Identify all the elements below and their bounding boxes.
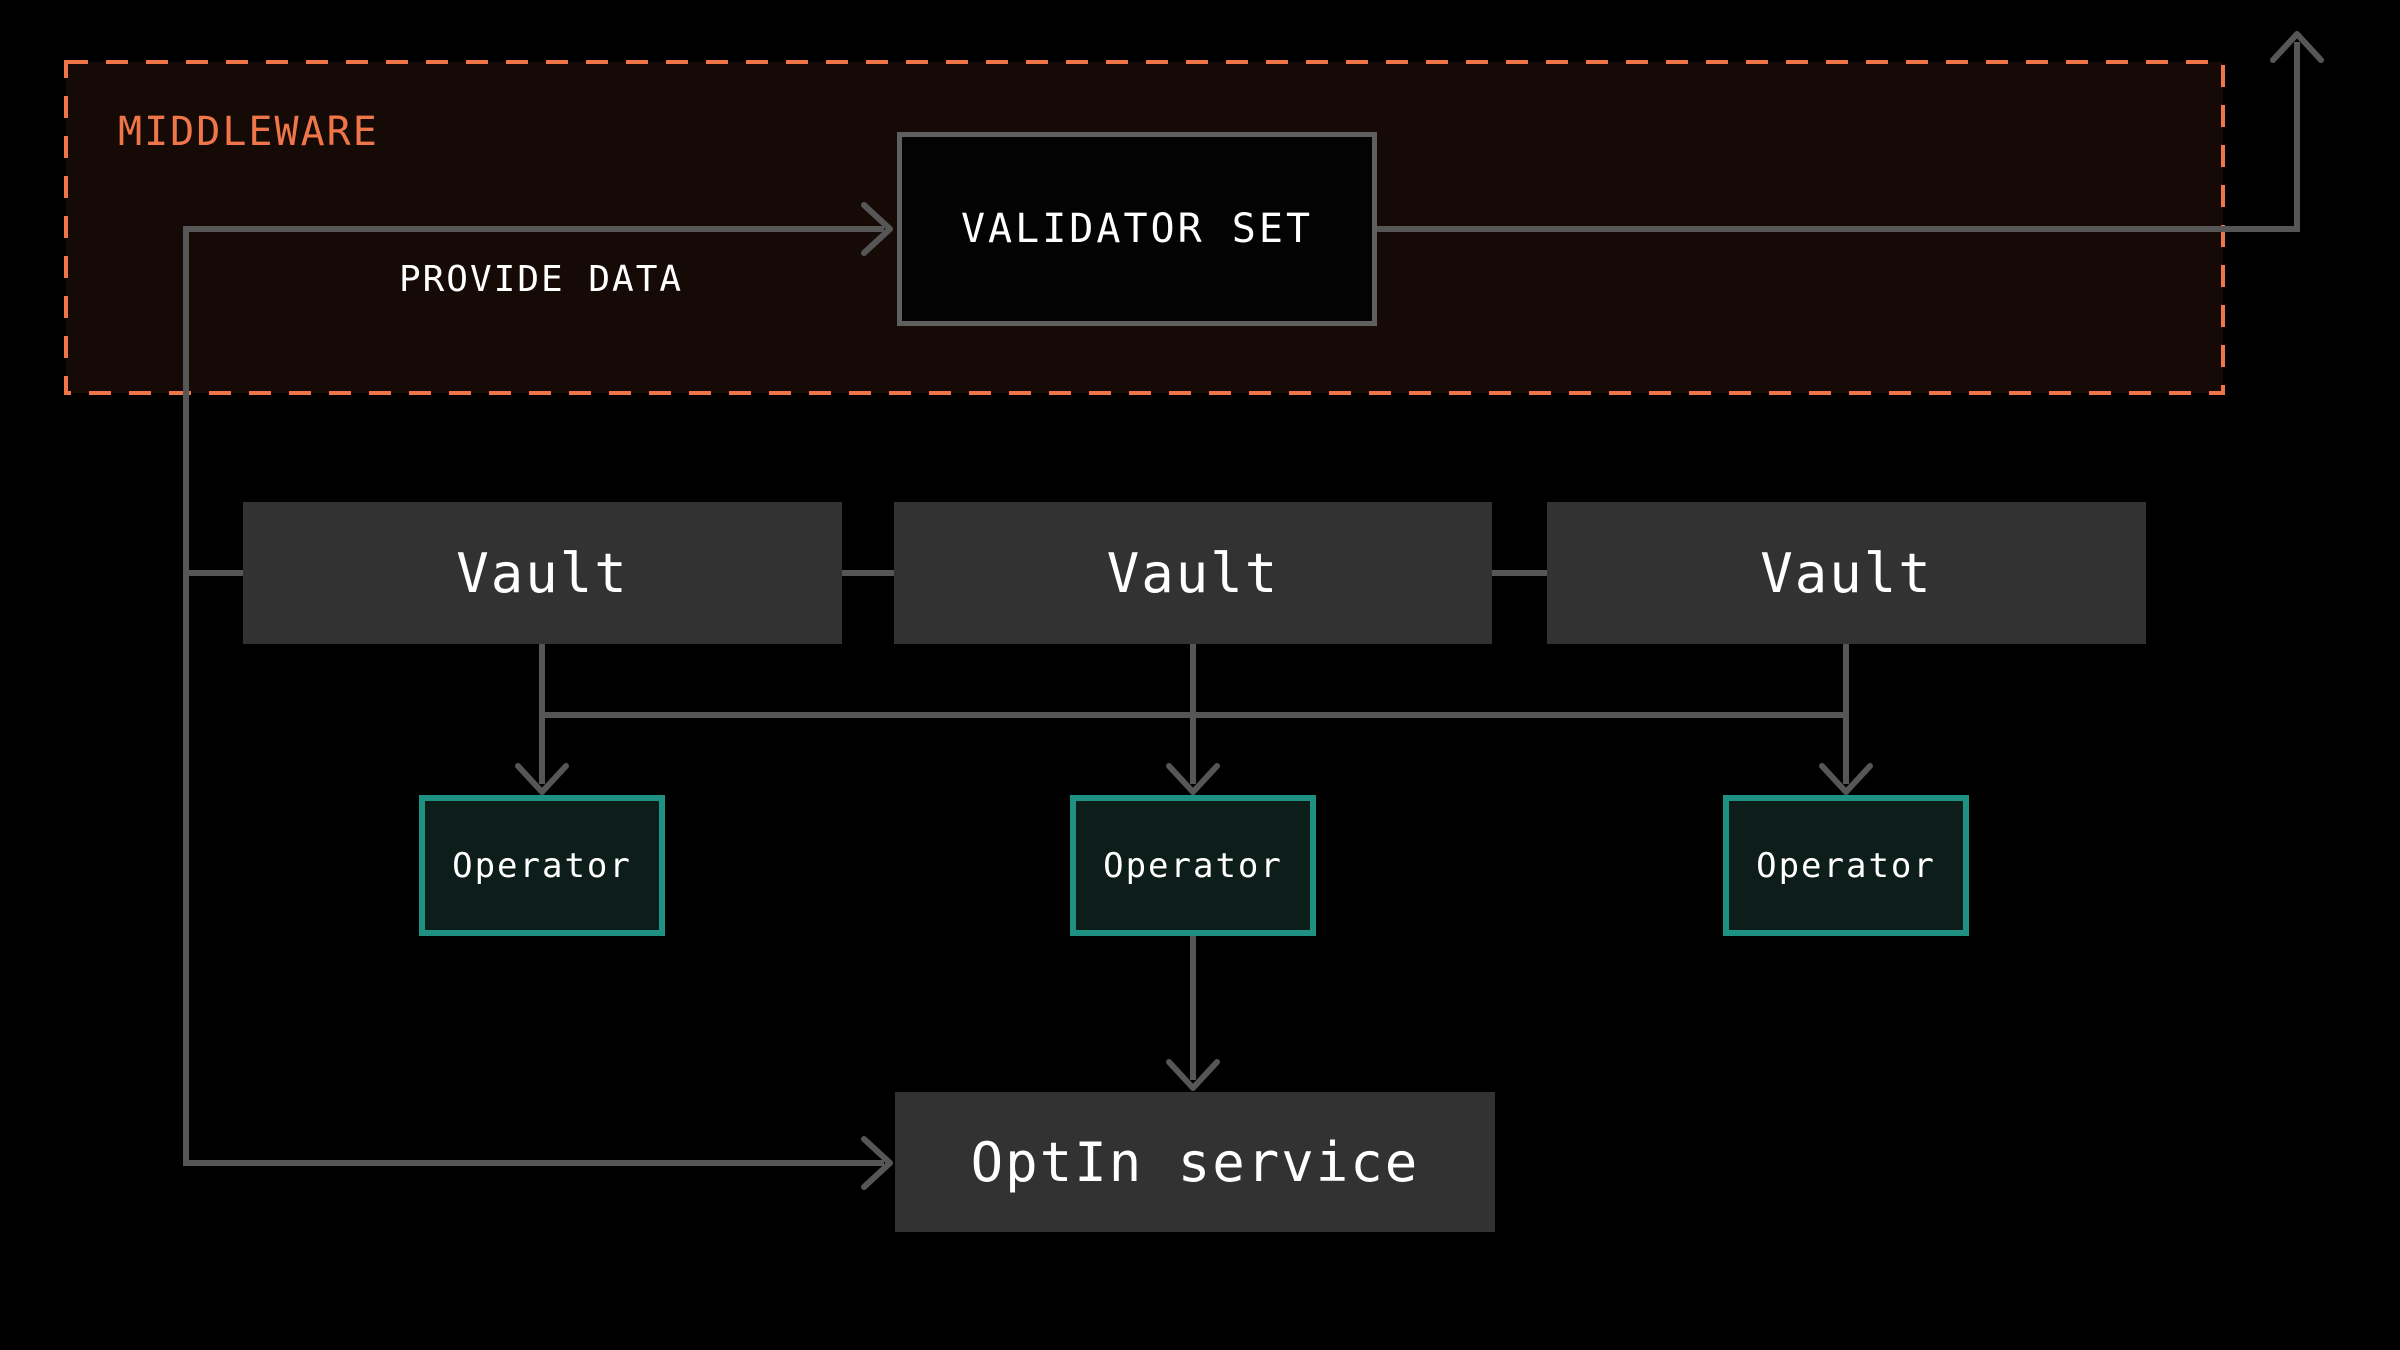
vault-label: Vault: [1760, 541, 1933, 605]
edge-left-trunk: [183, 226, 884, 1166]
vault-node-1: Vault: [243, 502, 842, 644]
edge-validator-out: [1377, 42, 2300, 232]
operator-label: Operator: [1756, 845, 1936, 886]
operator-node-1: Operator: [419, 795, 665, 936]
vault-node-3: Vault: [1547, 502, 2146, 644]
arrowhead-operator3-icon: [1819, 763, 1873, 795]
operator-node-2: Operator: [1070, 795, 1316, 936]
arrowhead-operator2-icon: [1166, 763, 1220, 795]
operator-label: Operator: [452, 845, 632, 886]
vault-label: Vault: [1106, 541, 1280, 605]
arrowhead-into-optin-icon: [861, 1136, 893, 1190]
middleware-group-label: MIDDLEWARE: [118, 109, 379, 155]
arrowhead-up-exit-icon: [2270, 31, 2324, 63]
arrowhead-into-validator-icon: [861, 202, 893, 256]
validator-set-node: VALIDATOR SET: [897, 132, 1377, 326]
provide-data-edge-label: PROVIDE DATA: [398, 259, 684, 300]
optin-service-label: OptIn service: [970, 1130, 1420, 1194]
operator-node-3: Operator: [1723, 795, 1969, 936]
optin-service-node: OptIn service: [895, 1092, 1495, 1232]
vault-label: Vault: [456, 541, 629, 605]
operator-label: Operator: [1103, 845, 1283, 886]
arrowhead-operator1-icon: [515, 763, 569, 795]
vault-node-2: Vault: [894, 502, 1492, 644]
arrowhead-optin-top-icon: [1166, 1059, 1220, 1091]
validator-set-label: VALIDATOR SET: [960, 206, 1314, 252]
